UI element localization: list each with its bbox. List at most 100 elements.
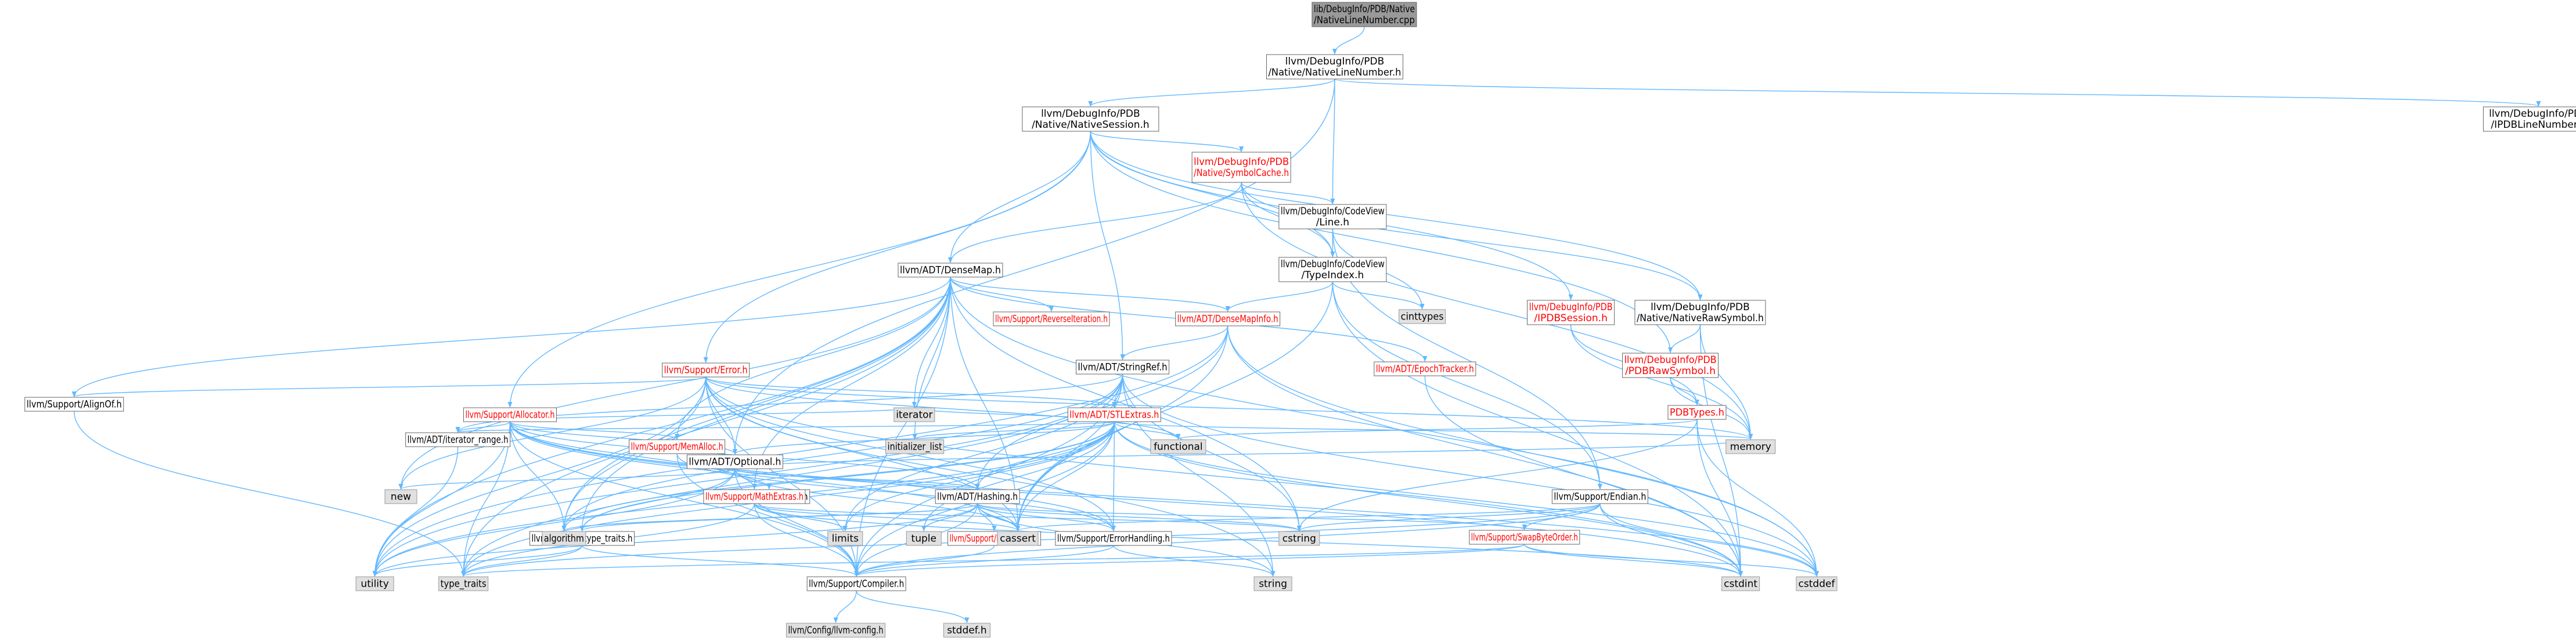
node-box-pdbsession xyxy=(1527,300,1615,325)
edge-stringref-to-s_cstddef xyxy=(1122,373,1819,577)
node-label-pdbraw-1: /PDBRawSymbol.h xyxy=(1625,365,1716,377)
edge-stringref-to-s_cassert xyxy=(1015,373,1123,531)
node-errhandling[interactable]: llvm/Support/ErrorHandling.h xyxy=(1055,531,1172,546)
node-s_cstdint: cstdint xyxy=(1721,576,1760,591)
edge-densemap-to-mathextras xyxy=(752,276,951,490)
node-densemapinfo[interactable]: llvm/ADT/DenseMapInfo.h xyxy=(1175,311,1281,326)
edge-allocator-to-s_utility xyxy=(372,421,511,577)
edge-nativeraw-to-pdbraw xyxy=(1668,324,1701,353)
edge-hashing-to-errhandling xyxy=(977,503,1116,531)
node-box-symcache xyxy=(1191,152,1291,183)
node-label-s_typetraits-0: type_traits xyxy=(441,579,487,590)
edge-densemap-to-s_cassert xyxy=(950,276,1021,531)
node-box-llvmconfig xyxy=(786,623,886,638)
edge-stringref-to-compiler xyxy=(854,373,1123,577)
node-pdbtypes[interactable]: PDBTypes.h xyxy=(1667,405,1727,420)
node-label-s_cstdint-0: cstdint xyxy=(1724,579,1757,590)
node-s_typetraits: type_traits xyxy=(438,576,489,591)
edge-densemap-to-s_new xyxy=(398,276,951,490)
node-memalloc[interactable]: llvm/Support/MemAlloc.h xyxy=(629,439,726,454)
edge-symcache-to-densemap xyxy=(948,182,1242,263)
node-root[interactable]: lib/DebugInfo/PDB/Native/NativeLineNumbe… xyxy=(1312,2,1417,27)
edge-optional-to-s_utility xyxy=(372,468,736,577)
node-optional[interactable]: llvm/ADT/Optional.h xyxy=(686,454,783,469)
edge-densemap-to-s_algorithm xyxy=(561,276,951,531)
edge-error-to-s_functional xyxy=(705,376,1181,440)
node-box-s_functional xyxy=(1150,439,1206,454)
node-label-pdbsession-1: /IPDBSession.h xyxy=(1534,312,1608,324)
node-box-memalloc xyxy=(629,439,726,454)
node-epoch[interactable]: llvm/ADT/EpochTracker.h xyxy=(1374,361,1476,376)
node-box-s_utility xyxy=(355,576,394,591)
node-label-cvline-1: /Line.h xyxy=(1316,217,1349,228)
node-label-typeindex-1: /TypeIndex.h xyxy=(1301,270,1364,281)
edge-error-to-s_string xyxy=(705,376,1276,577)
node-nativeraw[interactable]: llvm/DebugInfo/PDB/Native/NativeRawSymbo… xyxy=(1634,300,1766,325)
node-cvline[interactable]: llvm/DebugInfo/CodeView/Line.h xyxy=(1278,204,1387,229)
node-box-error xyxy=(662,362,750,378)
edge-mathextras-to-s_cstdint xyxy=(754,503,1743,577)
node-box-pdbtypes xyxy=(1667,405,1727,420)
node-label-alignof-0: llvm/Support/AlignOf.h xyxy=(27,399,122,411)
node-box-cinttypes xyxy=(1399,309,1446,324)
node-box-alignof xyxy=(24,397,124,412)
node-iterrange[interactable]: llvm/ADT/iterator_range.h xyxy=(405,432,511,447)
node-ns[interactable]: llvm/DebugInfo/PDB/Native/NativeSession.… xyxy=(1022,106,1159,132)
node-label-symcache-0: llvm/DebugInfo/PDB xyxy=(1194,156,1289,168)
edge-pdbtypes-to-s_cstdint xyxy=(1696,419,1743,577)
node-endian[interactable]: llvm/Support/Endian.h xyxy=(1551,489,1648,504)
node-s_functional: functional xyxy=(1150,439,1206,454)
edge-densemap-to-reviter xyxy=(950,276,1054,312)
node-hashing[interactable]: llvm/ADT/Hashing.h xyxy=(935,489,1020,504)
node-densemap[interactable]: llvm/ADT/DenseMap.h xyxy=(898,263,1003,278)
node-symcache[interactable]: llvm/DebugInfo/PDB/Native/SymbolCache.h xyxy=(1191,152,1291,183)
node-label-endian-0: llvm/Support/Endian.h xyxy=(1554,491,1646,503)
node-label-llvmconfig-0: llvm/Config/llvm-config.h xyxy=(788,625,884,637)
node-pdbsession[interactable]: llvm/DebugInfo/PDB/IPDBSession.h xyxy=(1527,300,1615,325)
node-swapbyte[interactable]: llvm/Support/SwapByteOrder.h xyxy=(1469,530,1580,545)
edge-typetraits-to-s_typetraits xyxy=(461,545,583,577)
edge-errhandling-to-s_string xyxy=(1113,545,1276,577)
node-pdbraw[interactable]: llvm/DebugInfo/PDB/PDBRawSymbol.h xyxy=(1622,353,1719,378)
node-nln[interactable]: llvm/DebugInfo/PDB/Native/NativeLineNumb… xyxy=(1266,54,1403,80)
edge-densemap-to-compiler xyxy=(854,276,951,577)
node-label-ns-0: llvm/DebugInfo/PDB xyxy=(1041,108,1140,120)
node-label-s_limits-0: limits xyxy=(832,533,859,545)
node-label-epoch-0: llvm/ADT/EpochTracker.h xyxy=(1376,364,1474,375)
edge-error-to-s_new xyxy=(398,376,707,490)
edge-endian-to-s_cstring xyxy=(1297,503,1601,531)
edge-pdbraw-to-pdbtypes xyxy=(1670,377,1699,405)
node-label-s_string-0: string xyxy=(1259,579,1287,590)
node-stlextras[interactable]: llvm/ADT/STLExtras.h xyxy=(1067,407,1161,422)
edge-optional-to-s_cassert xyxy=(734,468,1021,531)
node-stringref[interactable]: llvm/ADT/StringRef.h xyxy=(1076,360,1170,375)
node-compiler[interactable]: llvm/Support/Compiler.h xyxy=(806,576,906,591)
node-allocator[interactable]: llvm/Support/Allocator.h xyxy=(463,407,557,422)
node-typeindex[interactable]: llvm/DebugInfo/CodeView/TypeIndex.h xyxy=(1278,257,1387,282)
edge-compiler-to-llvmconfig xyxy=(833,590,857,623)
node-box-pdbraw xyxy=(1622,353,1719,378)
node-stddefh: stddef.h xyxy=(943,623,990,638)
node-alignof[interactable]: llvm/Support/AlignOf.h xyxy=(24,397,124,412)
node-s_memory: memory xyxy=(1725,439,1776,454)
edge-hashing-to-s_tuple xyxy=(921,503,978,531)
node-error[interactable]: llvm/Support/Error.h xyxy=(662,362,750,378)
node-label-stddefh-0: stddef.h xyxy=(947,625,987,637)
node-label-s_cstddef-0: cstddef xyxy=(1799,579,1836,590)
node-box-ns xyxy=(1022,106,1159,132)
node-s_utility: utility xyxy=(355,576,394,591)
edge-alignof-to-s_typetraits xyxy=(74,411,466,577)
edge-optional-to-s_new xyxy=(398,468,736,490)
node-label-pdbraw-0: llvm/DebugInfo/PDB xyxy=(1624,354,1717,366)
node-box-stringref xyxy=(1076,360,1170,375)
node-reviter[interactable]: llvm/Support/ReverseIteration.h xyxy=(993,311,1110,326)
edge-symcache-to-s_memory xyxy=(1241,182,1753,440)
node-box-compiler xyxy=(806,576,906,591)
edge-typeindex-to-densemapinfo xyxy=(1225,281,1334,312)
node-mathextras[interactable]: llvm/Support/MathExtras.h xyxy=(703,489,806,504)
edge-stringref-to-s_cstring xyxy=(1122,373,1302,531)
node-ipdbln[interactable]: llvm/DebugInfo/PDB/IPDBLineNumber.h xyxy=(2483,106,2576,132)
node-label-root-1: /NativeLineNumber.cpp xyxy=(1314,15,1415,26)
edge-nln-to-ipdbln xyxy=(1334,78,2541,107)
edge-pdbtypes-to-s_functional xyxy=(1176,419,1698,440)
